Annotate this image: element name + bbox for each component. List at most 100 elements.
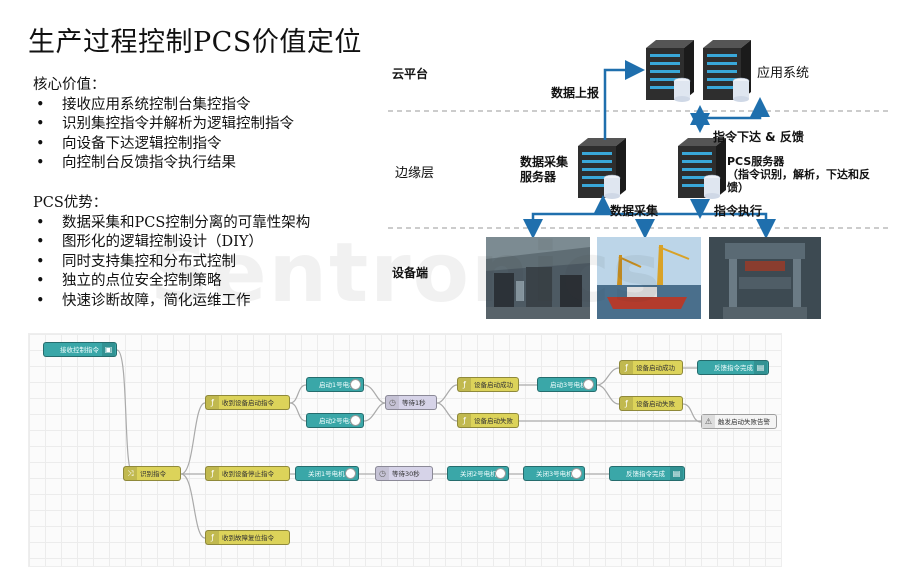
flow-node-label: 设备启动成功 [636, 364, 675, 372]
flow-wires [116, 349, 702, 539]
modbus-icon [350, 379, 361, 390]
flow-node-wait-30s[interactable]: ◷ 等待30秒 [375, 466, 433, 481]
flow-node-device-fail[interactable]: ƒ 设备启动失败 [457, 413, 519, 428]
flow-node-label: 关闭1号电机 [308, 470, 345, 478]
flow-node-start-command[interactable]: ƒ 收到设备启动指令 [205, 395, 290, 410]
flow-node-label: 反馈指令完成 [714, 364, 753, 372]
modbus-icon [583, 379, 594, 390]
flow-node-stop-motor-2[interactable]: 关闭2号电机 [447, 466, 509, 481]
flow-node-label: 接收控制指令 [60, 346, 99, 354]
data-server-label-line: 数据采集 [520, 155, 569, 169]
flow-node-label: 设备启动失败 [474, 417, 513, 425]
flow-node-wait-1s[interactable]: ◷ 等待1秒 [385, 395, 437, 410]
data-collection-server-icon [578, 138, 626, 200]
list-item: 识别集控指令并解析为逻辑控制指令 [33, 115, 294, 135]
core-value-section: 核心价值： 接收应用系统控制台集控指令 识别集控指令并解析为逻辑控制指令 向设备… [33, 76, 294, 174]
flow-node-fault-command[interactable]: ƒ 收到故障复位指令 [205, 530, 290, 545]
function-icon: ƒ [206, 467, 219, 480]
page-title: 生产过程控制PCS价值定位 [28, 27, 362, 58]
flow-node-label: 识别指令 [140, 470, 166, 478]
data-report-arrow [603, 60, 645, 140]
core-value-heading: 核心价值： [33, 77, 106, 93]
pcs-server-icon [678, 138, 726, 200]
flow-node-label: 关闭2号电机 [460, 470, 497, 478]
app-feedback-arrow [700, 97, 770, 120]
flow-node-label: 启动1号电机 [319, 381, 356, 389]
flow-node-device-fail-2[interactable]: ƒ 设备启动失败 [619, 396, 683, 411]
data-server-label: 数据采集 服务器 [520, 155, 568, 185]
data-report-label: 数据上报 [551, 86, 600, 100]
flow-node-label: 启动2号电机 [319, 417, 356, 425]
flow-node-device-ok-2[interactable]: ƒ 设备启动成功 [619, 360, 683, 375]
flow-node-label: 触发启动失败告警 [718, 418, 770, 426]
modbus-icon [495, 468, 506, 479]
flow-node-alarm[interactable]: ⚠ 触发启动失败告警 [701, 414, 777, 429]
flow-node-feedback-done[interactable]: 反馈指令完成 ▤ [697, 360, 769, 375]
flow-node-label: 收到设备停止指令 [222, 470, 274, 478]
flow-node-identify[interactable]: ⤨ 识别指令 [123, 466, 181, 481]
factory-photo [486, 237, 590, 319]
flow-node-stop-motor-3[interactable]: 关闭3号电机 [523, 466, 585, 481]
pcs-advantages-section: PCS优势： 数据采集和PCS控制分离的可靠性架构 图形化的逻辑控制设计（DIY… [33, 194, 310, 311]
flow-node-stop-command[interactable]: ƒ 收到设备停止指令 [205, 466, 290, 481]
function-icon: ƒ [620, 397, 633, 410]
data-server-label-line: 服务器 [520, 170, 557, 184]
flow-node-feedback-done-2[interactable]: 反馈指令完成 ▤ [609, 466, 685, 481]
flow-node-stop-motor-1[interactable]: 关闭1号电机 [295, 466, 359, 481]
flow-node-label: 收到故障复位指令 [222, 534, 274, 542]
flow-node-label: 设备启动失败 [636, 400, 675, 408]
flow-node-label: 关闭3号电机 [536, 470, 573, 478]
layer-label-cloud: 云平台 [392, 67, 429, 81]
pcs-server-label-line: PCS服务器 [727, 155, 785, 168]
list-item: 独立的点位安全控制策略 [33, 272, 310, 292]
logic-flow-canvas[interactable]: 接收控制指令 ▣ ⤨ 识别指令 ƒ 收到设备启动指令 ƒ 收到设备停止指令 ƒ … [28, 333, 782, 567]
list-item: 快速诊断故障，简化运维工作 [33, 292, 310, 312]
inject-icon: ▣ [102, 343, 115, 356]
modbus-icon [571, 468, 582, 479]
output-icon: ▤ [670, 467, 683, 480]
command-feedback-label: 指令下达 & 反馈 [713, 130, 804, 144]
flow-node-label: 启动3号电机 [550, 381, 587, 389]
warning-icon: ⚠ [702, 415, 715, 428]
function-icon: ƒ [206, 531, 219, 544]
flow-node-start-motor-3[interactable]: 启动3号电机 [537, 377, 597, 392]
flow-node-start-motor-2[interactable]: 启动2号电机 [306, 413, 364, 428]
flow-node-receive[interactable]: 接收控制指令 ▣ [43, 342, 117, 357]
flow-node-label: 设备启动成功 [474, 381, 513, 389]
command-exec-label: 指令执行 [714, 204, 763, 218]
list-item: 接收应用系统控制台集控指令 [33, 96, 294, 116]
output-icon: ▤ [754, 361, 767, 374]
list-item: 向设备下达逻辑控制指令 [33, 135, 294, 155]
app-system-label: 应用系统 [757, 66, 810, 81]
port-photo [597, 237, 701, 319]
flow-node-label: 等待30秒 [392, 470, 420, 478]
modbus-icon [345, 468, 356, 479]
data-collect-label: 数据采集 [610, 204, 659, 218]
pcs-server-label-line: （指令识别，解析，下达和反 [727, 168, 870, 181]
press-machine-photo [709, 237, 821, 319]
function-icon: ƒ [206, 396, 219, 409]
list-item: 数据采集和PCS控制分离的可靠性架构 [33, 214, 310, 234]
timer-icon: ◷ [376, 467, 389, 480]
layer-label-device: 设备端 [392, 266, 429, 280]
app-server-icon [703, 40, 751, 103]
flow-node-label: 收到设备启动指令 [222, 399, 274, 407]
timer-icon: ◷ [386, 396, 399, 409]
list-item: 向控制台反馈指令执行结果 [33, 154, 294, 174]
flow-node-device-ok[interactable]: ƒ 设备启动成功 [457, 377, 519, 392]
flow-node-label: 反馈指令完成 [626, 470, 665, 478]
cloud-server-icon [646, 40, 694, 103]
core-value-list: 接收应用系统控制台集控指令 识别集控指令并解析为逻辑控制指令 向设备下达逻辑控制… [33, 96, 294, 174]
list-item: 同时支持集控和分布式控制 [33, 253, 310, 273]
flow-node-start-motor-1[interactable]: 启动1号电机 [306, 377, 364, 392]
pcs-server-label-line: 馈） [727, 181, 749, 194]
modbus-icon [350, 415, 361, 426]
pcs-server-label: PCS服务器 （指令识别，解析，下达和反 馈） [727, 155, 870, 194]
switch-icon: ⤨ [124, 467, 137, 480]
flow-node-label: 等待1秒 [402, 399, 426, 407]
function-icon: ƒ [620, 361, 633, 374]
watermark: Sentronics [150, 226, 663, 321]
pcs-advantages-list: 数据采集和PCS控制分离的可靠性架构 图形化的逻辑控制设计（DIY） 同时支持集… [33, 214, 310, 312]
pcs-advantages-heading: PCS优势： [33, 195, 108, 211]
list-item: 图形化的逻辑控制设计（DIY） [33, 233, 310, 253]
